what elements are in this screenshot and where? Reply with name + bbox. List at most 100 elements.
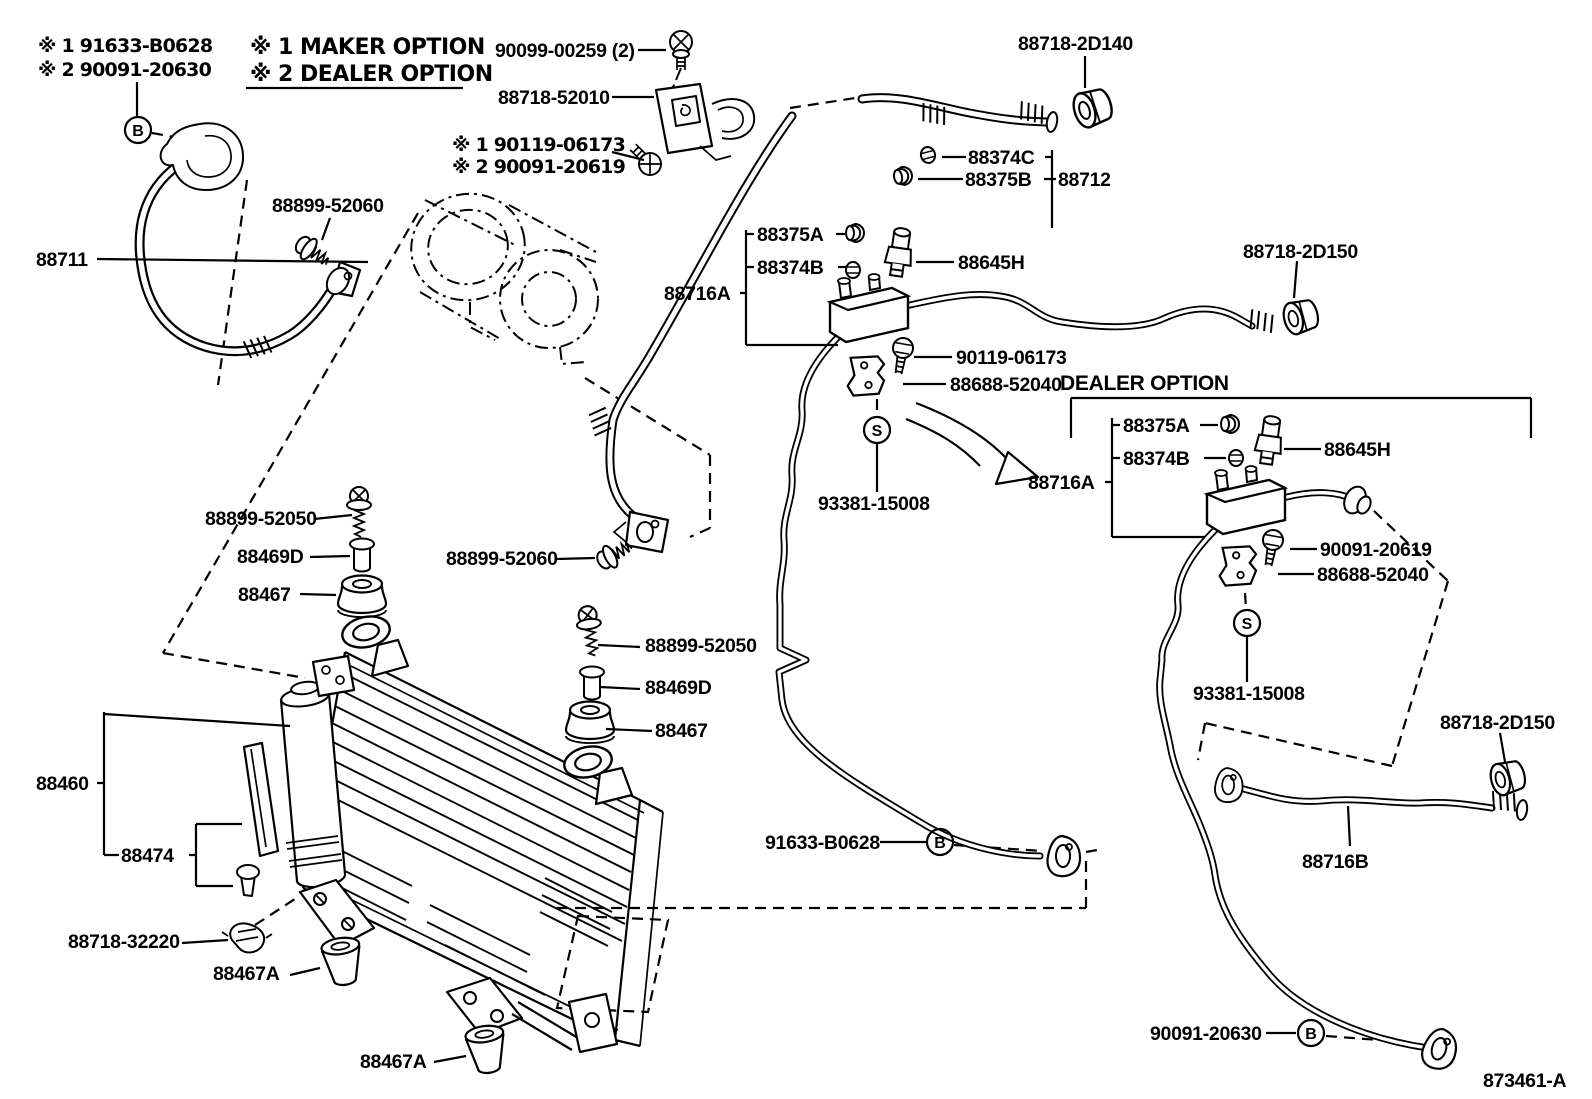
upper-mount-ring-right xyxy=(560,741,634,806)
callout-88474: 88474 xyxy=(121,845,174,867)
callout-88645h-right: 88645H xyxy=(1324,439,1391,461)
liquid-pipe-right-descending xyxy=(1156,526,1462,1074)
callout-88718-2d150-right: 88718-2D150 xyxy=(1440,712,1555,734)
bolt-90099-00259 xyxy=(669,30,693,70)
callout-88469d-right: 88469D xyxy=(645,677,712,699)
callout-90119-06173-note: ※ 1 90119-06173 xyxy=(452,134,625,156)
pipe-clamp-88716b xyxy=(1214,767,1244,804)
evaporator-flange xyxy=(612,510,670,554)
lower-right-bracket xyxy=(567,992,619,1054)
callout-88375a-left: 88375A xyxy=(757,224,824,246)
callout-88718-32220: 88718-32220 xyxy=(68,931,180,953)
callout-88716b: 88716B xyxy=(1302,851,1369,873)
legend-dealer-option: ※ 2 DEALER OPTION xyxy=(250,62,493,87)
callout-88688-52040-left: 88688-52040 xyxy=(950,374,1062,396)
callout-91633-b0628: 91633-B0628 xyxy=(765,832,880,854)
callout-88718-2d140: 88718-2D140 xyxy=(1018,33,1133,55)
callouts: ※ 1 91633-B0628 ※ 2 90091-20630 ※ 1 MAKE… xyxy=(36,33,1567,1092)
callout-88718-52010: 88718-52010 xyxy=(498,87,610,109)
symbol-b-bottom-right: B xyxy=(1305,1026,1317,1043)
callout-88467a-bottom: 88467A xyxy=(360,1051,427,1073)
callout-88467-left: 88467 xyxy=(238,584,291,606)
screw-88899-52050-left xyxy=(346,486,372,538)
callout-88716a-right: 88716A xyxy=(1028,472,1095,494)
drawing-number: 873461-A xyxy=(1483,1070,1566,1092)
callout-88467a-left: 88467A xyxy=(213,963,280,985)
stay-88688-52040-right xyxy=(1212,538,1263,594)
callout-88469d-left: 88469D xyxy=(237,546,304,568)
callout-93381-15008-right: 93381-15008 xyxy=(1193,683,1305,705)
cushion-88467-right xyxy=(564,700,616,745)
callout-88712: 88712 xyxy=(1058,169,1111,191)
condenser-assembly xyxy=(236,611,664,1054)
leader-lines xyxy=(96,48,1533,1064)
callout-88460: 88460 xyxy=(36,773,89,795)
pressure-switch-88645h-left xyxy=(882,225,917,279)
callout-88374c: 88374C xyxy=(968,147,1035,169)
symbol-b-top-left: B xyxy=(132,123,144,140)
note-maker-part: ※ 1 91633-B0628 xyxy=(38,35,213,57)
symbol-b-center: B xyxy=(934,835,946,852)
upper-mount-ring-left xyxy=(338,611,410,678)
bolt-90119-06173 xyxy=(887,335,916,377)
hose-end-clamp xyxy=(159,122,245,191)
nut-88374b-right xyxy=(1228,449,1244,467)
callout-90099-00259: 90099-00259 (2) xyxy=(495,40,635,62)
symbol-s-right: S xyxy=(1242,616,1253,633)
flow-arrow xyxy=(905,401,1040,486)
callout-90091-20630: 90091-20630 xyxy=(1150,1023,1262,1045)
callout-90119-06173: 90119-06173 xyxy=(956,347,1067,369)
pipe-bracket-88718-52010 xyxy=(654,82,756,161)
bolt-90091-20619 xyxy=(1257,527,1286,569)
callout-88899-52060-left: 88899-52060 xyxy=(272,195,384,217)
bolt-88899-52060-left xyxy=(290,230,336,274)
lower-center-bracket xyxy=(445,976,579,1051)
cushion-88467a-left xyxy=(319,934,366,989)
symbol-s-left: S xyxy=(872,423,883,440)
condenser-fins xyxy=(309,671,639,996)
suction-pipe-to-evaporator xyxy=(587,111,797,554)
valve-block-right xyxy=(1205,413,1287,594)
drain-plug xyxy=(236,864,260,897)
callout-93381-15008-left: 93381-15008 xyxy=(818,493,930,515)
cap-88375b xyxy=(891,164,915,188)
callout-88645h-left: 88645H xyxy=(958,252,1025,274)
cooler-pipe-88716b xyxy=(1214,767,1529,821)
callout-88716a-left: 88716A xyxy=(664,283,731,305)
screw-90119-below-bracket xyxy=(629,143,662,176)
collar-88469d-right xyxy=(579,665,605,701)
legend-maker-option: ※ 1 MAKER OPTION xyxy=(250,35,485,60)
callout-88374b-right: 88374B xyxy=(1123,448,1190,470)
upper-hinge-bracket xyxy=(311,654,356,698)
callout-88899-52060-center: 88899-52060 xyxy=(446,548,558,570)
cap-88375a-right xyxy=(1220,414,1240,434)
cushion-88467a-bottom xyxy=(463,1022,510,1077)
pipe-clamp-90091 xyxy=(1417,1024,1462,1074)
cap-88375a-left xyxy=(845,223,865,243)
callout-90091-20619-note: ※ 2 90091-20619 xyxy=(452,156,625,178)
callout-88375b: 88375B xyxy=(965,169,1032,191)
condenser-side-shield xyxy=(242,741,280,858)
pipe-clamp-91633 xyxy=(1046,834,1082,878)
callout-88467-right: 88467 xyxy=(655,720,708,742)
pressure-switch-88645h-right xyxy=(1252,413,1287,467)
note-dealer-part: ※ 2 90091-20630 xyxy=(38,59,212,81)
pipe-from-right-valve xyxy=(1283,485,1372,515)
callout-88375a-right: 88375A xyxy=(1123,415,1190,437)
callout-88374b-left: 88374B xyxy=(757,257,824,279)
symbol-circles xyxy=(123,115,1326,1048)
clip-88718-32220 xyxy=(221,922,273,954)
mount-stack-left xyxy=(336,486,388,619)
callout-88899-52050-left: 88899-52050 xyxy=(205,508,317,530)
suction-hose-88711 xyxy=(134,122,362,360)
callout-88718-2d150-top: 88718-2D150 xyxy=(1243,241,1358,263)
nut-88374b-left xyxy=(845,261,861,279)
stay-88688-52040-left xyxy=(840,348,891,404)
mount-stack-right xyxy=(564,603,616,745)
nut-88374c xyxy=(918,144,938,166)
callout-88688-52040-right: 88688-52040 xyxy=(1317,564,1429,586)
collar-88469d-left xyxy=(349,537,375,573)
cooler-pipe-88716a-left xyxy=(906,290,1277,334)
hose-end-fitting xyxy=(325,260,362,298)
